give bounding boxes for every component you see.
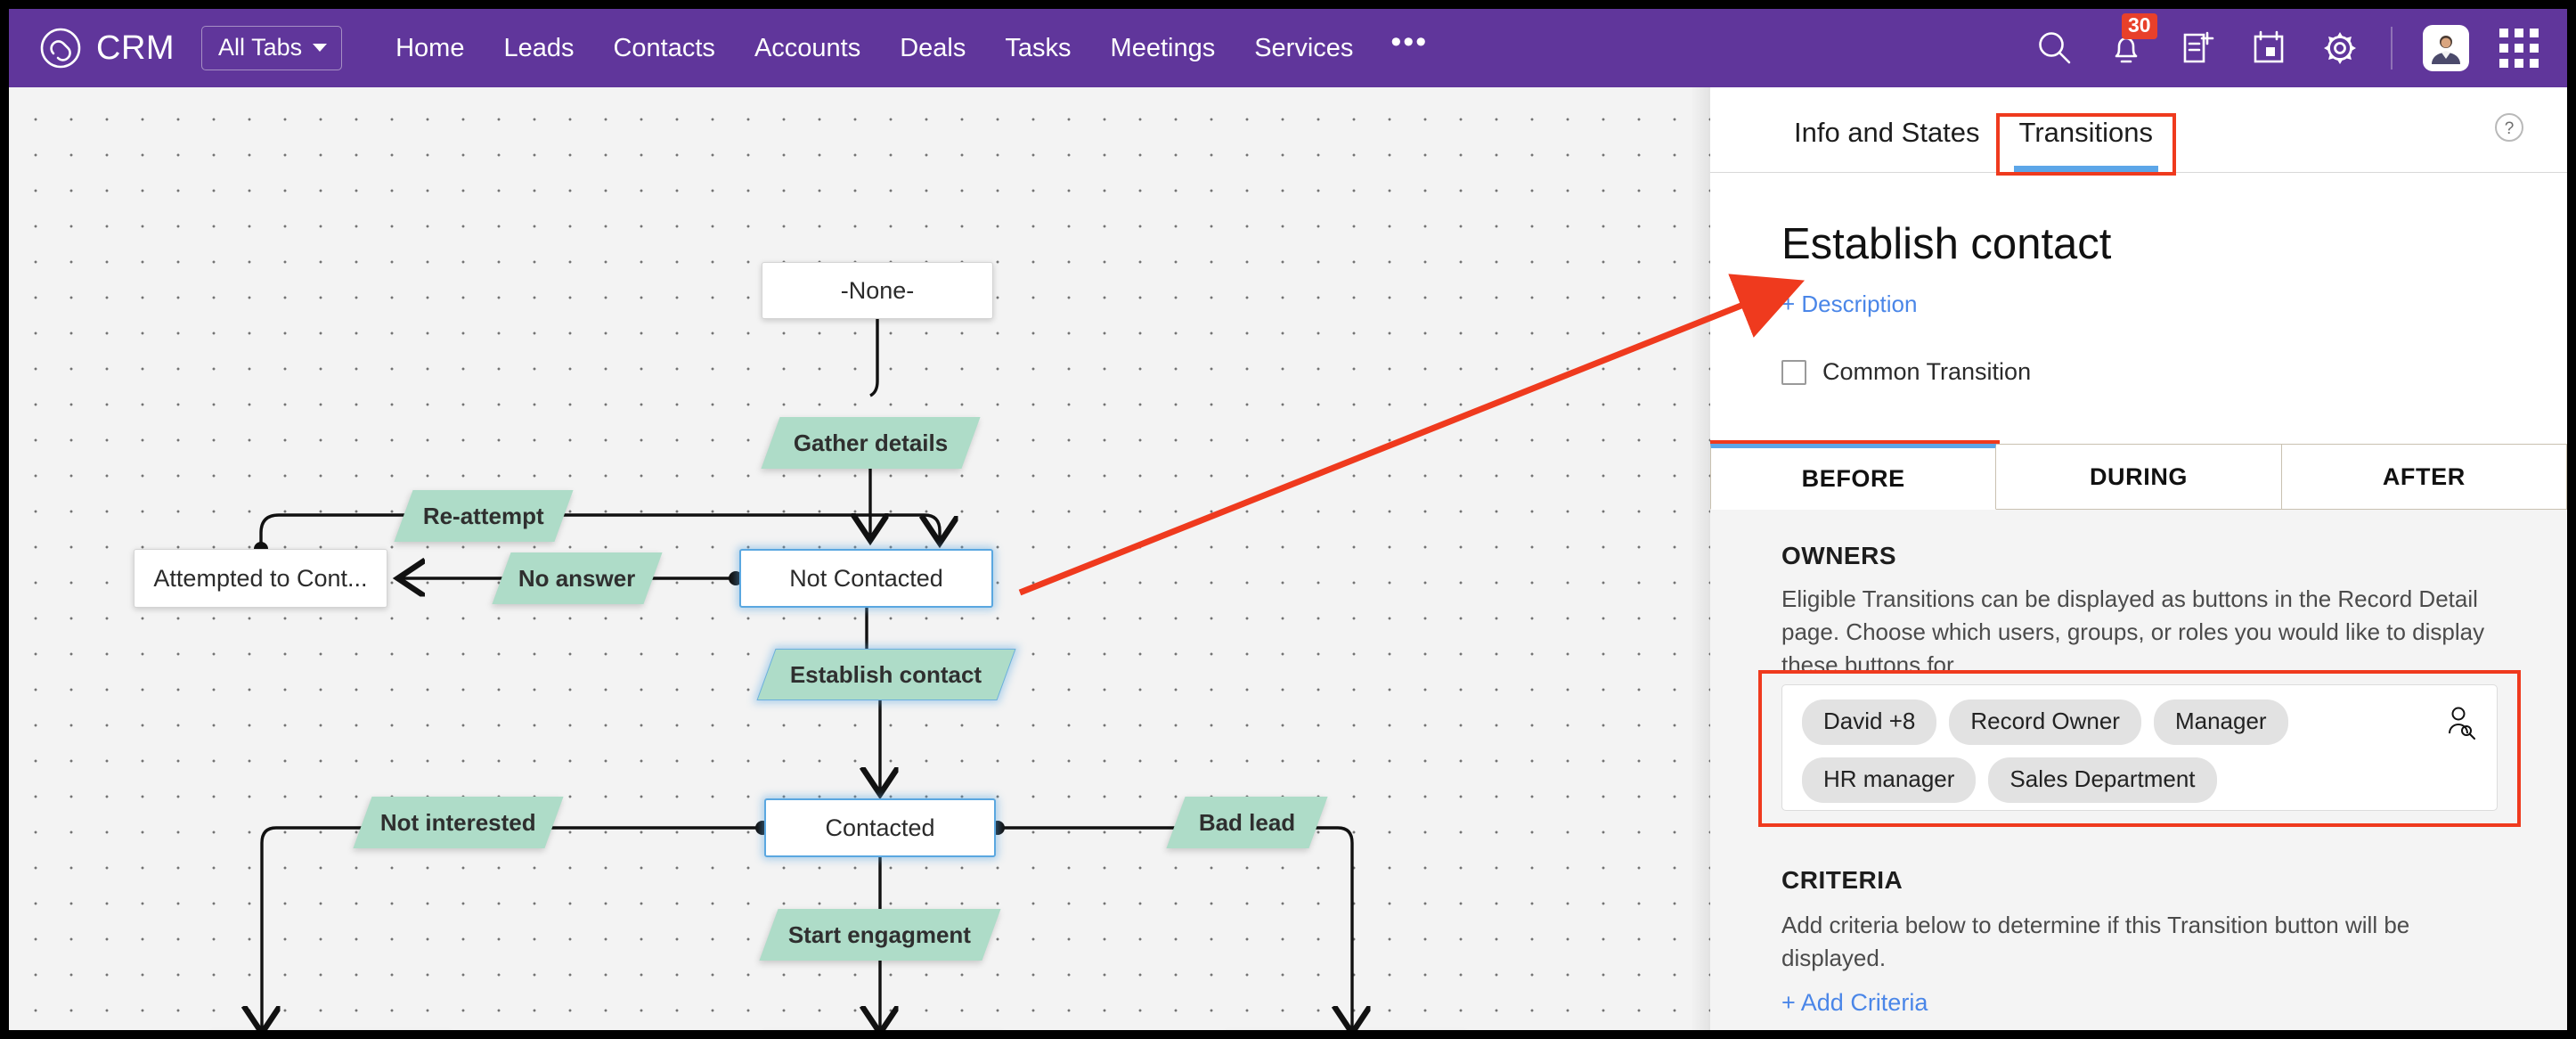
- transition-detail-panel: Info and States Transitions ? Establish …: [1710, 87, 2567, 1030]
- brand-name: CRM: [96, 29, 175, 67]
- waffle-dot: [2530, 29, 2539, 37]
- tab-info-and-states[interactable]: Info and States: [1794, 117, 1980, 148]
- state-node-none[interactable]: -None-: [762, 262, 993, 319]
- panel-tab-bar: Info and States Transitions ?: [1710, 87, 2567, 176]
- nav-item-services[interactable]: Services: [1254, 33, 1354, 62]
- user-search-icon[interactable]: [2441, 705, 2477, 740]
- top-navbar: CRM All Tabs Home Leads Contacts Account…: [9, 9, 2567, 87]
- blueprint-canvas[interactable]: -None- Not Contacted Attempted to Cont..…: [9, 87, 1710, 1030]
- state-node-contacted[interactable]: Contacted: [764, 798, 996, 857]
- state-label: Attempted to Cont...: [153, 564, 368, 592]
- add-criteria-link[interactable]: + Add Criteria: [1781, 989, 1928, 1016]
- owner-chip-sales-department[interactable]: Sales Department: [1988, 757, 2217, 803]
- owners-description: Eligible Transitions can be displayed as…: [1781, 585, 2485, 678]
- tab-during[interactable]: DURING: [1996, 444, 2282, 510]
- state-node-not-contacted[interactable]: Not Contacted: [739, 549, 993, 608]
- waffle-dot: [2499, 29, 2508, 37]
- owner-chip-list: David +8 Record Owner Manager HR manager…: [1802, 699, 2417, 803]
- nav-item-contacts[interactable]: Contacts: [613, 33, 715, 62]
- transition-label: Not interested: [380, 808, 536, 836]
- nav-item-meetings[interactable]: Meetings: [1110, 33, 1216, 62]
- stage-content-before: OWNERS Eligible Transitions can be displ…: [1710, 510, 2567, 1030]
- app-window: CRM All Tabs Home Leads Contacts Account…: [9, 9, 2567, 1030]
- criteria-description: Add criteria below to determine if this …: [1781, 912, 2410, 971]
- waffle-dot: [2515, 59, 2523, 68]
- all-tabs-dropdown[interactable]: All Tabs: [201, 26, 343, 70]
- nav-links: Home Leads Contacts Accounts Deals Tasks…: [376, 25, 1446, 72]
- state-label: Contacted: [825, 814, 935, 841]
- transition-not-interested[interactable]: Not interested: [353, 797, 564, 848]
- stage-tab-bar: BEFORE DURING AFTER: [1710, 440, 2567, 513]
- state-label: -None-: [840, 276, 915, 304]
- nav-item-tasks[interactable]: Tasks: [1005, 33, 1072, 62]
- criteria-heading: CRITERIA: [1781, 866, 1903, 894]
- waffle-dot: [2515, 44, 2523, 53]
- transition-gather-details[interactable]: Gather details: [761, 417, 981, 469]
- svg-text:?: ?: [2505, 119, 2515, 138]
- nav-right-icons: 30: [2034, 13, 2539, 71]
- tab-before[interactable]: BEFORE: [1710, 440, 2001, 513]
- transition-label: Start engagment: [788, 920, 972, 948]
- notification-badge: 30: [2122, 13, 2157, 39]
- waffle-dot: [2499, 44, 2508, 53]
- owners-heading: OWNERS: [1781, 542, 1896, 569]
- transition-label: No answer: [518, 564, 636, 592]
- avatar[interactable]: [2423, 25, 2469, 71]
- transition-establish-contact[interactable]: Establish contact: [756, 649, 1016, 700]
- transition-label: Re-attempt: [423, 502, 544, 529]
- add-note-icon[interactable]: [2177, 28, 2218, 69]
- tab-after[interactable]: AFTER: [2281, 444, 2567, 510]
- transition-no-answer[interactable]: No answer: [492, 552, 663, 604]
- common-transition-checkbox[interactable]: [1781, 359, 1806, 385]
- gear-icon[interactable]: [2319, 28, 2360, 69]
- owners-highlight-region: David +8 Record Owner Manager HR manager…: [1758, 670, 2521, 827]
- owners-selector[interactable]: David +8 Record Owner Manager HR manager…: [1781, 684, 2498, 811]
- help-icon[interactable]: ?: [2492, 110, 2526, 144]
- search-icon[interactable]: [2034, 28, 2075, 69]
- nav-item-home[interactable]: Home: [395, 33, 465, 62]
- transition-label: Bad lead: [1198, 808, 1296, 836]
- waffle-dot: [2499, 59, 2508, 68]
- owner-chip-david[interactable]: David +8: [1802, 699, 1937, 745]
- tab-transitions[interactable]: Transitions: [1995, 113, 2177, 176]
- state-label: Not Contacted: [789, 564, 943, 592]
- common-transition-label: Common Transition: [1822, 358, 2032, 385]
- chevron-down-icon: [313, 44, 328, 52]
- transition-bad-lead[interactable]: Bad lead: [1166, 797, 1328, 848]
- page-title: Establish contact: [1781, 220, 2112, 268]
- nav-divider: [2391, 27, 2393, 70]
- transition-re-attempt[interactable]: Re-attempt: [394, 490, 574, 542]
- transition-label: Gather details: [793, 429, 949, 456]
- waffle-dot: [2515, 29, 2523, 37]
- nav-more-icon[interactable]: •••: [1390, 24, 1429, 59]
- brand[interactable]: CRM: [39, 27, 175, 70]
- owner-chip-manager[interactable]: Manager: [2153, 699, 2288, 745]
- calendar-icon[interactable]: [2248, 28, 2289, 69]
- nav-item-leads[interactable]: Leads: [503, 33, 575, 62]
- add-description-link[interactable]: + Description: [1781, 290, 1918, 317]
- common-transition-row[interactable]: Common Transition: [1781, 358, 2031, 386]
- nav-item-accounts[interactable]: Accounts: [754, 33, 861, 62]
- waffle-dot: [2530, 59, 2539, 68]
- owner-chip-hr-manager[interactable]: HR manager: [1802, 757, 1977, 803]
- owner-chip-record-owner[interactable]: Record Owner: [1949, 699, 2141, 745]
- state-node-attempted-to-contact[interactable]: Attempted to Cont...: [134, 549, 387, 608]
- transition-start-engagment[interactable]: Start engagment: [759, 909, 1001, 961]
- bell-icon[interactable]: 30: [2106, 13, 2157, 69]
- panel-body: Establish contact + Description Common T…: [1710, 173, 2567, 1030]
- nav-item-deals[interactable]: Deals: [900, 33, 966, 62]
- waffle-icon[interactable]: [2499, 29, 2539, 68]
- transition-label: Establish contact: [790, 660, 982, 688]
- waffle-dot: [2530, 44, 2539, 53]
- all-tabs-label: All Tabs: [218, 34, 303, 61]
- crm-logo-icon: [39, 27, 82, 70]
